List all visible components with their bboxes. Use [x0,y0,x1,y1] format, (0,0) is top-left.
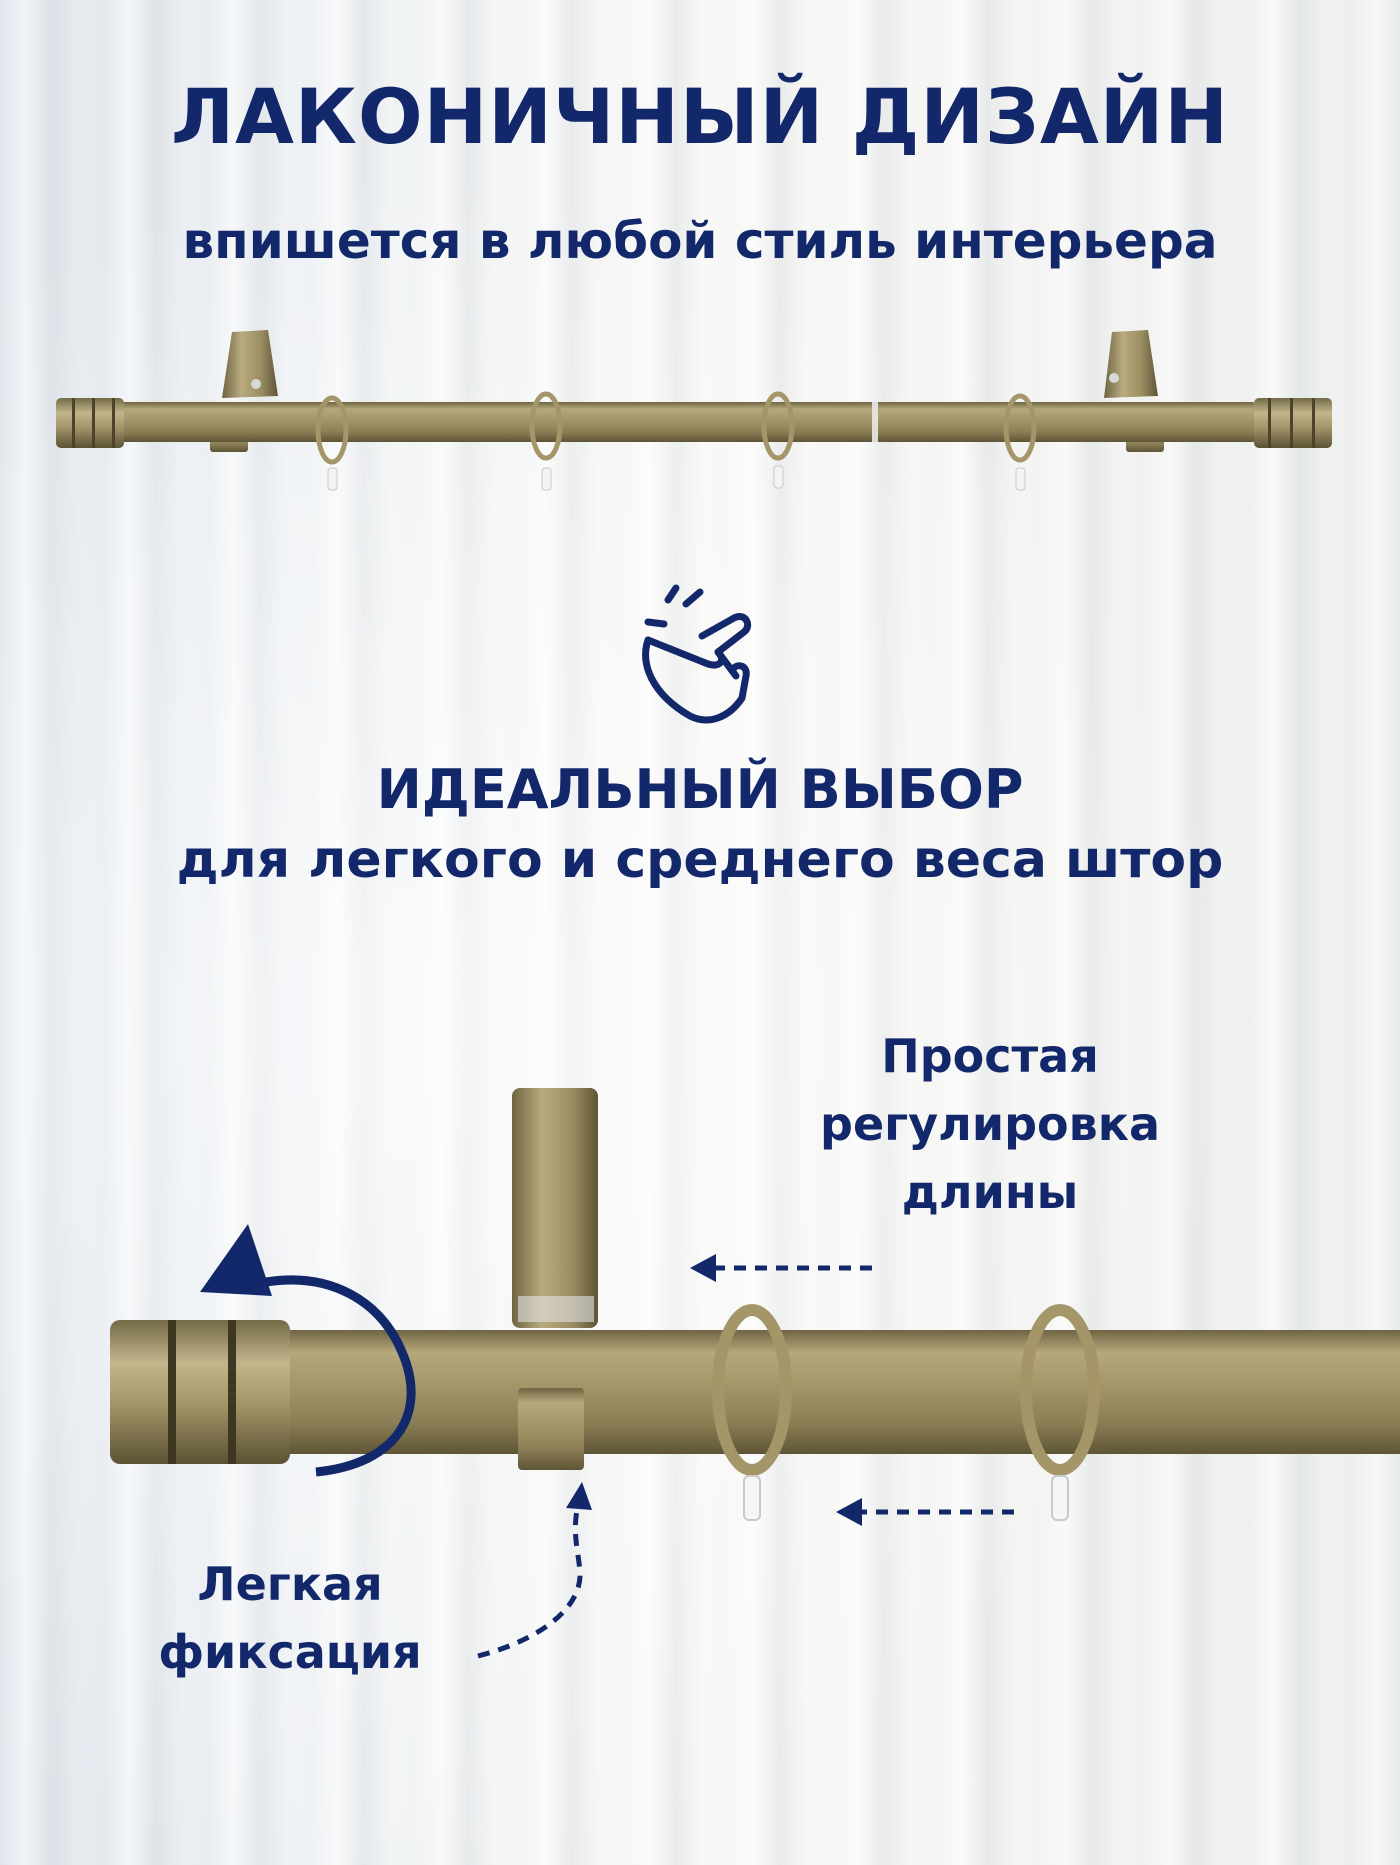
rotate-arrow-icon [200,1224,416,1477]
fix-line-2: фиксация [158,1625,422,1679]
adjust-line-2: регулировка [820,1097,1160,1151]
finial-left [56,398,124,448]
choice-subtitle: для легкого и среднего веса штор [176,830,1224,890]
finial-closeup [110,1320,290,1464]
rod [118,402,1258,442]
fix-callout: Легкая фиксация [110,1550,470,1686]
subheadline: впишется в любой стиль интерьера [182,212,1218,270]
rod-closeup-body [280,1330,1400,1454]
top-curtain-rod [56,330,1332,491]
bracket-closeup [512,1088,598,1328]
finger-snap-icon [642,584,752,724]
fixing-clip [518,1388,584,1470]
rings-top [315,391,1037,465]
adjust-line-3: длины [901,1165,1079,1219]
rings-closeup [712,1304,1100,1476]
fix-line-1: Легкая [197,1557,383,1611]
adjust-line-1: Простая [881,1029,1099,1083]
headline: ЛАКОНИЧНЫЙ ДИЗАЙН [170,72,1230,161]
choice-title: ИДЕАЛЬНЫЙ ВЫБОР [376,758,1024,821]
finial-right [1254,398,1332,448]
adjust-callout: Простая регулировка длины [770,1022,1210,1226]
dashed-arrow-icon [477,1265,1014,1659]
rod-closeup [110,1088,1400,1521]
